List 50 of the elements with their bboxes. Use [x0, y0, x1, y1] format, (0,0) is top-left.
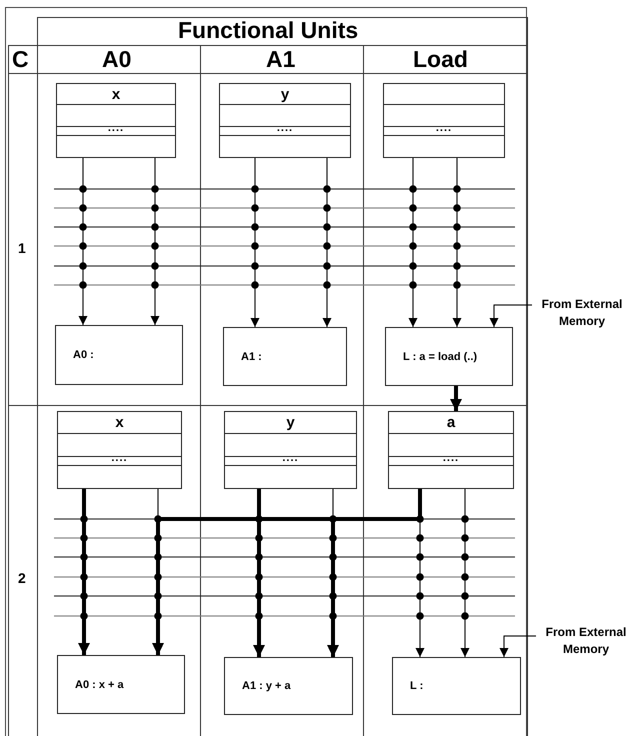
ellipsis: .... [442, 455, 460, 462]
register-name: y [286, 415, 295, 430]
arrow [250, 158, 260, 328]
ellipsis: .... [436, 125, 452, 132]
register-name: x [115, 415, 124, 430]
ellipsis: .... [276, 125, 294, 132]
source-note: From External Memory [540, 296, 624, 330]
operation-text: L : [410, 680, 424, 692]
column-header: C [12, 48, 29, 71]
arrow [253, 489, 265, 657]
functional-unit-box [57, 655, 185, 714]
arrow [490, 304, 532, 328]
register-name: y [280, 86, 290, 102]
arrow [408, 158, 418, 328]
arrow [460, 488, 470, 658]
register-name: x [112, 86, 120, 102]
arrow [450, 386, 462, 411]
register-file [56, 83, 176, 158]
arrow [78, 158, 88, 326]
operation-text: L : a = load (..) [403, 350, 478, 362]
column-header: Functional Units [178, 19, 358, 42]
register-file [383, 83, 505, 158]
functional-unit-box [385, 327, 513, 386]
column-header: A1 [266, 48, 296, 71]
cycle-number: 1 [18, 241, 26, 255]
functional-unit-box [223, 327, 347, 386]
cycle-number: 2 [18, 571, 26, 585]
register-file [57, 411, 182, 489]
operation-text: A1 : [241, 350, 262, 362]
register-file [224, 411, 357, 489]
functional-unit-box [55, 325, 183, 385]
functional-unit-box [224, 657, 353, 715]
ellipsis: .... [111, 455, 128, 462]
arrow [150, 158, 160, 326]
column-header: A0 [102, 48, 132, 71]
operation-text: A1 : y + a [242, 680, 291, 692]
register-file [219, 83, 351, 158]
register-file [388, 411, 514, 489]
arrow [452, 158, 462, 328]
arrow [500, 636, 536, 658]
arrow [78, 489, 90, 655]
ellipsis: .... [108, 125, 124, 132]
register-name: a [446, 415, 456, 430]
operation-text: A0 : x + a [75, 678, 124, 690]
operation-text: A0 : [73, 349, 94, 361]
functional-unit-box [392, 657, 521, 715]
source-note: From External Memory [544, 624, 628, 658]
arrow [322, 158, 332, 328]
ellipsis: .... [282, 455, 299, 462]
column-header: Load [413, 48, 468, 71]
